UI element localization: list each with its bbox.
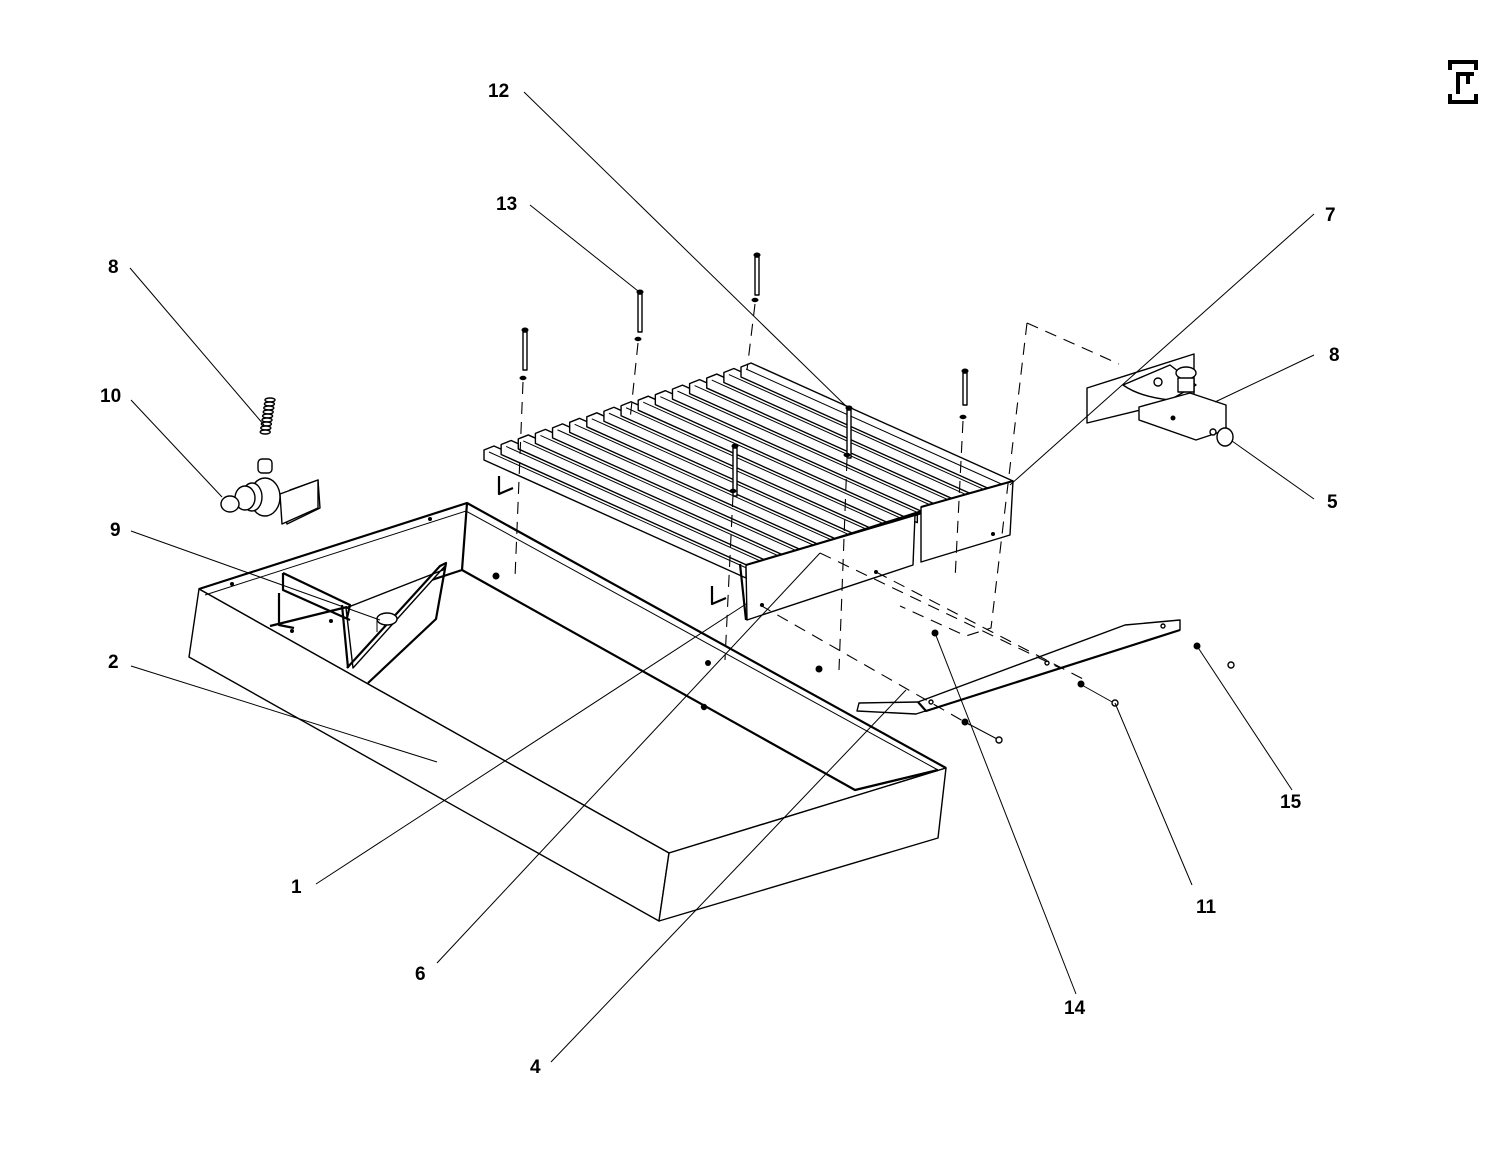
washer bbox=[751, 297, 759, 303]
bolt-shaft bbox=[732, 447, 738, 497]
slat-groove bbox=[660, 396, 923, 516]
bolt-head bbox=[961, 368, 969, 374]
grate-front-panel bbox=[738, 513, 916, 621]
callout-12: 12 bbox=[488, 81, 509, 102]
slat-groove bbox=[745, 368, 1009, 488]
view-marker-f bbox=[1448, 60, 1478, 104]
bolt-shaft bbox=[846, 409, 852, 459]
callout-8-bracket: 8 bbox=[1329, 345, 1340, 366]
callout-8-spring: 8 bbox=[108, 257, 119, 278]
slat-groove bbox=[557, 429, 820, 549]
side-panel bbox=[920, 479, 1014, 563]
slat-groove bbox=[608, 412, 872, 532]
slat-groove bbox=[488, 451, 752, 571]
slat-groove bbox=[694, 385, 957, 505]
bolt-axis bbox=[514, 381, 524, 579]
drip-tray bbox=[188, 501, 947, 922]
slat-groove bbox=[591, 418, 855, 538]
washer bbox=[959, 414, 967, 420]
slat-groove bbox=[677, 390, 940, 510]
callout-6: 6 bbox=[415, 964, 426, 985]
callout-14: 14 bbox=[1064, 998, 1086, 1019]
spring-coil bbox=[259, 429, 271, 435]
slat-groove bbox=[540, 434, 803, 554]
bolt-axis bbox=[629, 342, 639, 421]
bolt-head bbox=[731, 443, 739, 449]
grate-leg bbox=[710, 586, 727, 606]
washer bbox=[843, 452, 851, 458]
slat-groove bbox=[625, 407, 889, 527]
support-rail bbox=[856, 619, 1181, 715]
bolt-shaft bbox=[962, 372, 968, 406]
slat-groove bbox=[728, 374, 992, 493]
bolt-shaft bbox=[522, 331, 528, 371]
callout-4: 4 bbox=[530, 1057, 541, 1078]
bolt-head bbox=[753, 252, 761, 258]
slat-groove bbox=[574, 423, 837, 543]
spring bbox=[259, 397, 276, 435]
washer bbox=[519, 375, 527, 381]
pump bbox=[220, 458, 321, 525]
callout-15: 15 bbox=[1280, 792, 1302, 813]
slat-groove bbox=[642, 401, 906, 521]
slat-groove bbox=[523, 440, 786, 560]
bolt-head bbox=[636, 289, 644, 295]
bolt-shaft bbox=[754, 256, 760, 296]
callout-9: 9 bbox=[110, 520, 121, 541]
slat-groove bbox=[505, 446, 769, 565]
bolt-head bbox=[521, 327, 529, 333]
assembly-lines bbox=[759, 322, 1120, 741]
bolt-axis bbox=[746, 303, 756, 371]
bolt-axis bbox=[954, 420, 964, 581]
callout-11: 11 bbox=[1196, 897, 1217, 918]
bracket-assembly bbox=[1086, 353, 1234, 447]
callouts: 12 13 8 10 9 2 1 6 4 7 8 5 15 11 14 bbox=[100, 81, 1340, 1078]
fasteners bbox=[492, 572, 1235, 744]
grate-assembly bbox=[483, 362, 1014, 606]
leader-lines bbox=[129, 91, 1315, 1063]
washer bbox=[729, 488, 737, 494]
grate-leg bbox=[497, 476, 514, 496]
callout-5: 5 bbox=[1327, 492, 1338, 513]
slat-groove bbox=[711, 379, 974, 499]
callout-7: 7 bbox=[1325, 205, 1336, 226]
bolt-shaft bbox=[637, 293, 643, 333]
washer bbox=[634, 336, 642, 342]
callout-1: 1 bbox=[291, 877, 302, 898]
callout-13: 13 bbox=[496, 194, 517, 215]
callout-10: 10 bbox=[100, 386, 121, 407]
callout-2: 2 bbox=[108, 652, 119, 673]
bolt-axis bbox=[724, 494, 734, 661]
